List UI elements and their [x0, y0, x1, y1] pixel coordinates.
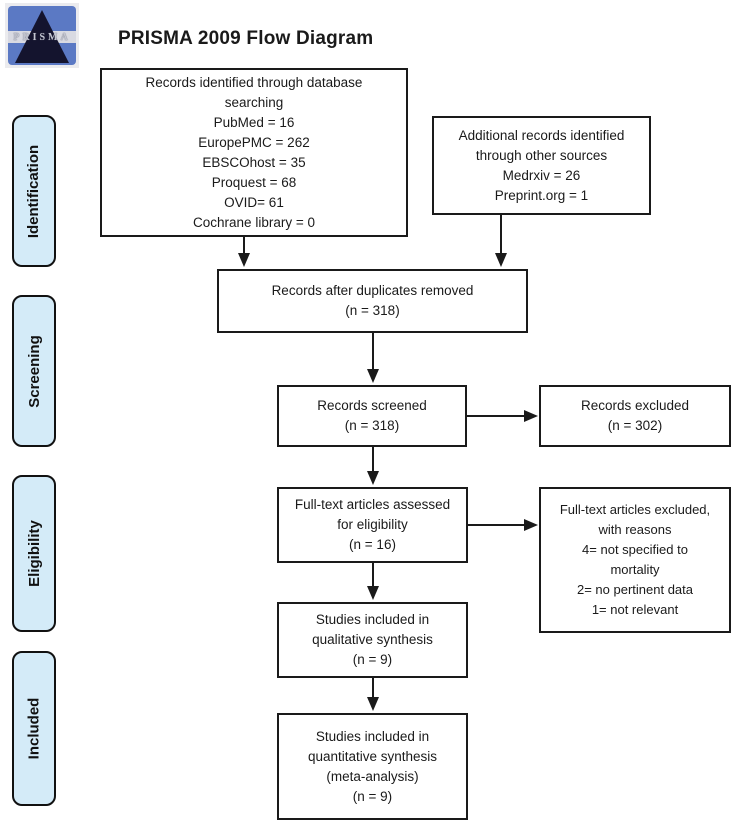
stage-label-eligibility-text: Eligibility [25, 520, 43, 587]
box-fulltext-excluded: Full-text articles excluded, with reason… [539, 487, 731, 633]
box-fulltext-assessed: Full-text articles assessed for eligibil… [277, 487, 468, 563]
stage-label-eligibility: Eligibility [12, 475, 56, 632]
stage-label-included: Included [12, 651, 56, 806]
stage-label-included-text: Included [25, 697, 43, 760]
prisma-logo: PRISMA [5, 3, 79, 68]
stage-label-identification: Identification [12, 115, 56, 267]
stage-label-screening: Screening [12, 295, 56, 447]
page-title: PRISMA 2009 Flow Diagram [118, 28, 374, 49]
prism-triangle-icon [15, 10, 69, 63]
box-quantitative-synthesis: Studies included in quantitative synthes… [277, 713, 468, 820]
box-records-after-duplicates-removed: Records after duplicates removed (n = 31… [217, 269, 528, 333]
box-records-screened: Records screened (n = 318) [277, 385, 467, 447]
prisma-logo-text: PRISMA [13, 31, 71, 43]
stage-label-identification-text: Identification [25, 144, 43, 238]
box-qualitative-synthesis: Studies included in qualitative synthesi… [277, 602, 468, 678]
box-records-excluded: Records excluded (n = 302) [539, 385, 731, 447]
stage-label-screening-text: Screening [25, 334, 43, 408]
prisma-logo-bands [8, 6, 76, 65]
box-records-identified: Records identified through database sear… [100, 68, 408, 237]
box-additional-records: Additional records identified through ot… [432, 116, 651, 215]
